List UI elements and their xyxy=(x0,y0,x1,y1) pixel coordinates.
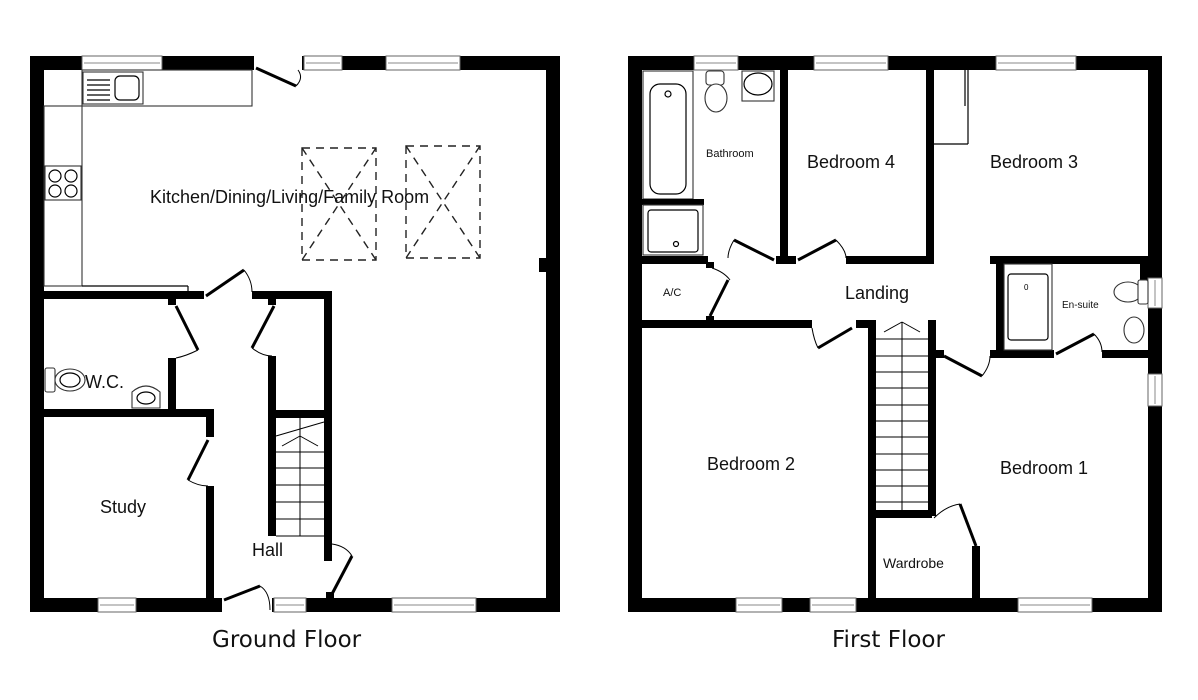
bedroom3-south-wall xyxy=(990,256,1148,264)
room-label-study: Study xyxy=(100,497,147,517)
window-icon xyxy=(809,597,857,613)
bedroom4-south-wall xyxy=(846,256,934,264)
stair-west-wall xyxy=(868,320,876,600)
rear-door-opening xyxy=(254,56,302,70)
bedroom4-door-icon xyxy=(797,238,847,262)
basin-icon xyxy=(1123,316,1145,344)
window-icon xyxy=(995,55,1077,71)
room-label-ensuite: En-suite xyxy=(1062,300,1099,311)
stair-north-wall xyxy=(268,410,332,418)
first-west-wall xyxy=(628,56,642,612)
bedroom3-wardrobe-outline xyxy=(934,70,969,145)
svg-text:0: 0 xyxy=(1024,283,1029,292)
basin-icon xyxy=(741,70,775,102)
skylight-icon xyxy=(405,145,481,259)
front-door-opening xyxy=(222,598,272,612)
hob-icon xyxy=(44,165,82,201)
floor-title-ground: Ground Floor xyxy=(212,627,362,653)
ground-floor-plan xyxy=(30,55,560,613)
wc-north-wall xyxy=(44,291,204,299)
bedroom1-door-icon xyxy=(943,354,991,378)
wardrobe-door-icon xyxy=(933,503,978,547)
ensuite-south-wall xyxy=(990,350,1054,358)
wc-door-icon xyxy=(174,305,200,359)
first-floor-plan: 0 xyxy=(628,55,1163,613)
bedroom2-door-icon xyxy=(811,326,853,350)
kitchen-door-icon xyxy=(205,268,253,298)
wardrobe-north-wall xyxy=(876,510,932,518)
window-icon xyxy=(97,597,137,613)
ac-cupboard-door-icon xyxy=(708,267,731,317)
ground-west-wall xyxy=(30,56,44,612)
floor-title-first: First Floor xyxy=(832,627,945,653)
window-icon xyxy=(81,55,163,71)
wardrobe-east-wall xyxy=(972,546,980,600)
study-east-wall xyxy=(206,486,214,604)
basin-icon xyxy=(131,385,161,409)
window-icon xyxy=(303,55,343,71)
wc-east-wall xyxy=(168,358,176,416)
staircase-icon xyxy=(275,418,325,537)
study-north-wall xyxy=(44,409,214,417)
east-wall-notch xyxy=(539,258,549,272)
living-door-icon xyxy=(330,543,354,595)
ground-east-wall xyxy=(546,56,560,612)
rear-door-icon xyxy=(255,66,302,88)
window-icon xyxy=(813,55,889,71)
toilet-icon xyxy=(1113,279,1149,305)
room-label-bedroom-3: Bedroom 3 xyxy=(990,152,1079,172)
staircase-icon xyxy=(876,321,928,510)
window-icon xyxy=(385,55,461,71)
stair-west-wall xyxy=(268,356,276,536)
room-label-bathroom: Bathroom xyxy=(706,148,754,160)
room-label-wardrobe: Wardrobe xyxy=(883,555,944,571)
window-icon xyxy=(693,55,739,71)
room-label-landing: Landing xyxy=(845,283,910,303)
window-icon xyxy=(735,597,783,613)
stair-east-wall xyxy=(928,320,936,516)
bath-icon xyxy=(642,70,694,200)
bathroom-door-icon xyxy=(727,238,775,262)
bathroom-east-wall xyxy=(780,70,788,264)
hall-east-wall xyxy=(324,291,332,561)
room-label-hall: Hall xyxy=(252,540,284,560)
room-label-bedroom-4: Bedroom 4 xyxy=(807,152,896,172)
study-door-icon xyxy=(186,439,210,487)
ensuite-west-wall xyxy=(996,264,1004,356)
room-label-bedroom-1: Bedroom 1 xyxy=(1000,458,1089,478)
toilet-icon xyxy=(44,367,86,393)
window-icon xyxy=(1147,373,1163,407)
bedroom2-north-wall xyxy=(642,320,812,328)
bedroom4-east-wall xyxy=(926,70,934,264)
ensuite-door-icon xyxy=(1055,332,1103,356)
window-icon xyxy=(391,597,477,613)
room-label-wc: W.C. xyxy=(85,372,124,392)
hall-north-wall xyxy=(252,291,332,299)
skylight-icon xyxy=(301,147,377,261)
bathroom-south-wall xyxy=(642,256,708,264)
shower-icon: 0 xyxy=(1003,263,1053,351)
shower-icon xyxy=(642,204,704,256)
cupboard-door-icon xyxy=(250,305,276,357)
first-east-wall xyxy=(1148,56,1162,612)
front-door-icon xyxy=(223,584,271,611)
toilet-icon xyxy=(704,70,728,113)
window-icon xyxy=(1147,277,1163,309)
window-icon xyxy=(1017,597,1093,613)
window-icon xyxy=(273,597,307,613)
room-label-kitchen: Kitchen/Dining/Living/Family Room xyxy=(150,187,430,207)
sink-icon xyxy=(82,71,144,105)
room-label-ac-cupboard: A/C xyxy=(663,287,682,299)
room-label-bedroom-2: Bedroom 2 xyxy=(707,454,796,474)
